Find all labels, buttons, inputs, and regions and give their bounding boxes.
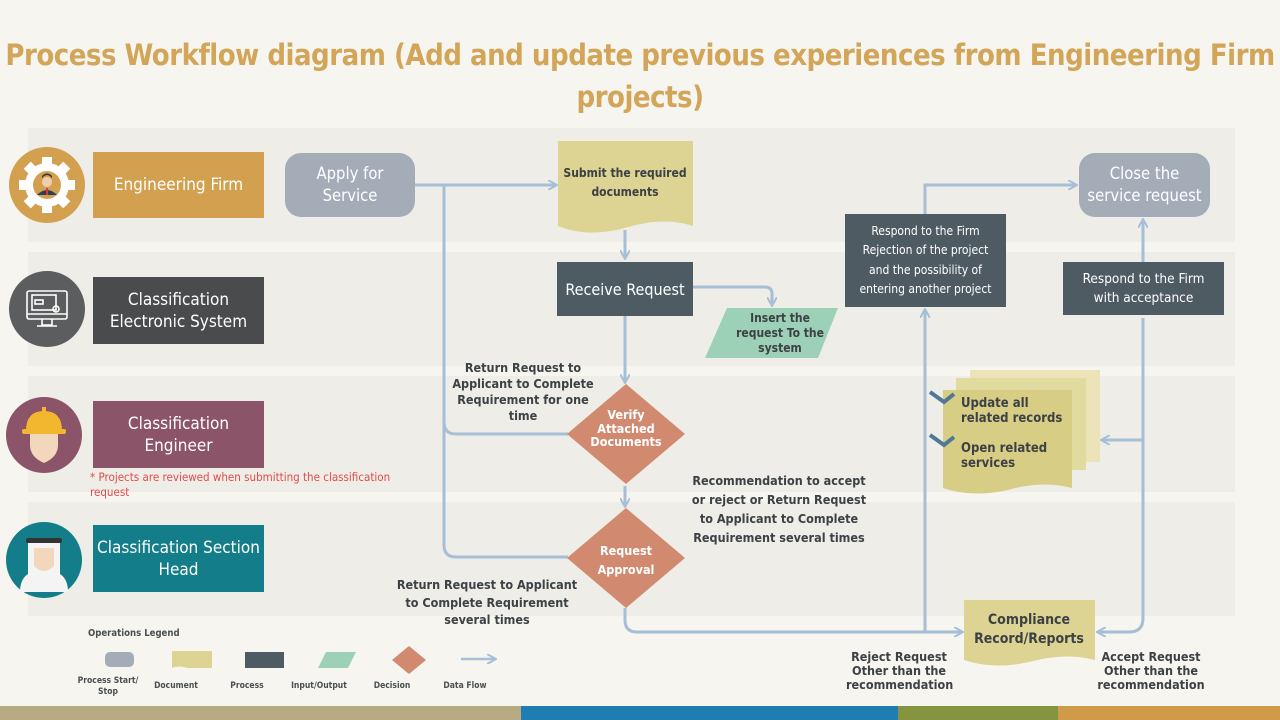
role-electronic-system: Classification Electronic System [93, 277, 264, 344]
insert-request-node[interactable]: Insert the request To the system [736, 310, 824, 355]
label-reject-other: Reject Request Other than the recommenda… [846, 649, 954, 692]
section-head-person-icon [6, 522, 82, 598]
apply-for-service-node[interactable]: Apply for Service [285, 153, 415, 217]
gear-person-icon [9, 147, 85, 223]
legend-label-io: Input/Output [291, 681, 347, 691]
footer-bar-3 [898, 706, 1058, 720]
flow-reject-to-close [923, 185, 1076, 215]
flow-accept-to-compliance [1098, 318, 1145, 632]
label-accept-other: Accept Request Other than the recommenda… [1097, 649, 1205, 692]
open-services-item[interactable]: Open related services [961, 441, 1048, 471]
legend-label-start-stop: Process Start/ Stop [77, 676, 139, 697]
request-approval-node[interactable]: Request Approval [597, 543, 655, 577]
respond-acceptance-node[interactable]: Respond to the Firm with acceptance [1063, 262, 1224, 315]
legend-label-data-flow: Data Flow [443, 681, 487, 691]
legend-label-process: Process [230, 681, 264, 691]
label-return-one-time: Return Request to Applicant to Complete … [452, 360, 594, 423]
label-recommendation: Recommendation to accept or reject or Re… [691, 473, 867, 545]
flow-approval-to-compliance [623, 608, 962, 632]
flow-return-one-time [442, 421, 568, 436]
flow-receive-to-insert [693, 285, 772, 305]
flow-return-line [442, 185, 568, 559]
receive-request-node[interactable]: Receive Request [557, 262, 693, 316]
compliance-node[interactable]: Compliance Record/Reports [974, 612, 1084, 647]
page-title: Process Workflow diagram (Add and update… [5, 38, 1275, 114]
computer-monitor-icon [9, 271, 85, 347]
legend-title: Operations Legend [88, 628, 180, 639]
role-section-head: Classification Section Head [93, 525, 264, 592]
role-classification-engineer: Classification Engineer [93, 401, 264, 468]
footer-bar-4 [1058, 706, 1280, 720]
hard-hat-engineer-icon [6, 397, 82, 473]
legend-label-document: Document [154, 681, 198, 691]
review-note: * Projects are reviewed when submitting … [90, 470, 391, 499]
footer-bar-1 [0, 706, 521, 720]
legend-label-decision: Decision [373, 681, 411, 691]
footer-bar-2 [521, 706, 898, 720]
close-request-node[interactable]: Close the service request [1079, 153, 1210, 217]
submit-docs-node[interactable]: Submit the required documents [563, 165, 687, 199]
update-records-item[interactable]: Update all related records [961, 396, 1063, 426]
respond-rejection-node[interactable]: Respond to the Firm Rejection of the pro… [845, 214, 1006, 307]
label-return-several: Return Request to Applicant to Complete … [396, 577, 578, 627]
role-engineering-firm: Engineering Firm [93, 152, 264, 218]
verify-documents-node[interactable]: Verify Attached Documents [590, 407, 662, 449]
